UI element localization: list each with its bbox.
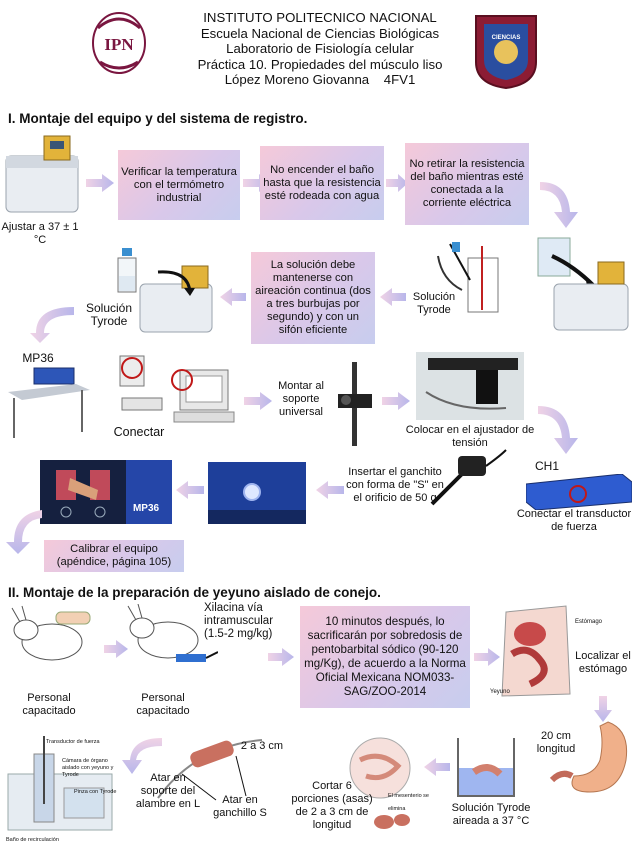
arrow-right-4 <box>244 392 272 410</box>
box-verificar: Verificar la temperatura con el termómet… <box>118 150 240 220</box>
label-tyrode-3: Solución Tyrode aireada a 37 °C <box>451 802 531 827</box>
label-insertar: Insertar el ganchito con forma de "S" en… <box>346 466 444 504</box>
tyrode-beaker-image <box>454 732 524 802</box>
tag-estomago: Estómago <box>575 619 603 625</box>
arrow-left-1 <box>220 288 246 306</box>
tag-camara: Cámara de órgano aislado con yeyuno y Ty… <box>62 758 114 778</box>
box-no-retirar: No retirar la resistencia del baño mient… <box>405 143 529 225</box>
tyrode-setup-image <box>432 240 522 320</box>
tag-mesenterio: El mesenterio se elimina <box>388 793 429 812</box>
jejunum-hook-image <box>156 736 266 806</box>
organ-bath-image <box>4 734 116 842</box>
tag-bano: Baño de recirculación <box>6 837 59 843</box>
label-mp36-screen: MP36 <box>132 503 160 514</box>
arrow-right-1 <box>86 174 114 192</box>
label-montar: Montar al soporte universal <box>278 380 324 418</box>
box-calibrar: Calibrar el equipo (apéndice, página 105… <box>44 540 184 572</box>
header-school: Escuela Nacional de Ciencias Biológicas <box>200 25 440 41</box>
arrow-right-3 <box>386 174 408 192</box>
arrow-curve-down-3 <box>538 406 578 454</box>
label-transductor: Conectar el transductor de fuerza <box>516 508 632 533</box>
label-tyrode-2: Solución Tyrode <box>412 291 456 316</box>
abdomen-image <box>500 604 572 698</box>
tag-yeyuno: Yeyuno <box>490 689 510 695</box>
rabbit-image-2 <box>122 603 219 680</box>
arrow-right-5 <box>382 392 410 410</box>
water-bath-image <box>4 132 82 218</box>
tag-transductor: Transductor de fuerza <box>46 739 100 745</box>
label-personal-2: Personal capacitado <box>136 692 190 717</box>
arrow-right-6 <box>104 640 128 658</box>
arrow-down-1 <box>594 696 612 722</box>
header-author: López Moreno Giovanna 4FV1 <box>224 72 416 87</box>
header-block: INSTITUTO POLITECNICO NACIONAL Escuela N… <box>150 10 490 88</box>
arrow-right-8 <box>474 648 500 666</box>
jejunum-piece-image <box>548 764 576 792</box>
label-colocar: Colocar en el ajustador de tensión <box>405 424 535 449</box>
section1-title: I. Montaje del equipo y del sistema de r… <box>8 111 308 126</box>
mp36-table-image <box>6 366 92 442</box>
label-cortar: Cortar 6 porciones (asas) de 2 a 3 cm de… <box>291 780 373 831</box>
arrow-left-2 <box>380 288 406 306</box>
cut-segments-image <box>372 810 412 832</box>
label-atar-soporte: Atar en soporte del alambre en L <box>135 772 201 810</box>
box-aireacion: La solución debe mantenerse con aireació… <box>251 252 375 344</box>
encb-logo: CIENCIAS <box>472 12 540 90</box>
label-xilacina: Xilacina vía intramuscular (1.5-2 mg/kg) <box>204 602 274 640</box>
label-20cm: 20 cm longitud <box>536 730 576 755</box>
box-no-encender: No encender el baño hasta que la resiste… <box>260 146 384 220</box>
tyrode-bottle-image <box>112 246 142 296</box>
water-bath-image-2 <box>138 264 218 336</box>
rabbit-image-1 <box>6 604 102 674</box>
arrow-left-3 <box>176 481 204 499</box>
tension-adjuster-image <box>416 352 524 420</box>
mp36-front-image <box>40 460 172 524</box>
header-lab: Laboratorio de Fisiología celular <box>226 41 414 56</box>
stomach-image <box>560 720 632 796</box>
ipn-logo: IPN <box>92 12 147 74</box>
section2-title: II. Montaje de la preparación de yeyuno … <box>8 585 381 600</box>
label-atar-ganchillo: Atar en ganchillo S <box>213 794 267 819</box>
arrow-curve-left <box>122 738 162 774</box>
button-press-image <box>208 462 306 524</box>
clamp-stand-image <box>330 360 378 448</box>
arrow-curve-down-4 <box>6 510 42 554</box>
label-ch1: CH1 <box>534 459 559 473</box>
svg-text:CIENCIAS: CIENCIAS <box>492 35 521 41</box>
label-2a3cm: 2 a 3 cm <box>240 740 284 752</box>
arrow-right-7 <box>268 648 294 666</box>
header-practice: Práctica 10. Propiedades del músculo lis… <box>197 56 443 72</box>
force-transducer-image <box>420 446 510 508</box>
svg-text:IPN: IPN <box>104 35 134 54</box>
label-ajustar: Ajustar a 37 ± 1 °C <box>1 221 79 246</box>
arrow-curve-down-2 <box>30 307 74 343</box>
label-tyrode-1: Solución Tyrode <box>85 301 133 328</box>
arrow-left-4 <box>316 481 344 499</box>
computer-setup-image <box>114 350 242 434</box>
bath-with-tube-image <box>532 236 632 336</box>
arrow-left-5 <box>424 758 450 776</box>
arrow-curve-down-1 <box>540 182 578 228</box>
label-conectar: Conectar <box>113 425 165 439</box>
box-sacrificio: 10 minutos después, lo sacrificarán por … <box>300 606 470 708</box>
header-institution: INSTITUTO POLITECNICO NACIONAL <box>203 10 437 25</box>
petri-dish-image <box>344 732 424 804</box>
label-mp36: MP36 <box>22 351 54 365</box>
label-personal-1: Personal capacitado <box>22 692 76 717</box>
tag-pinza: Pinza con Tyrode <box>74 789 117 795</box>
label-localizar: Localizar el estómago <box>575 650 631 675</box>
mp36-channel-image <box>525 473 633 511</box>
